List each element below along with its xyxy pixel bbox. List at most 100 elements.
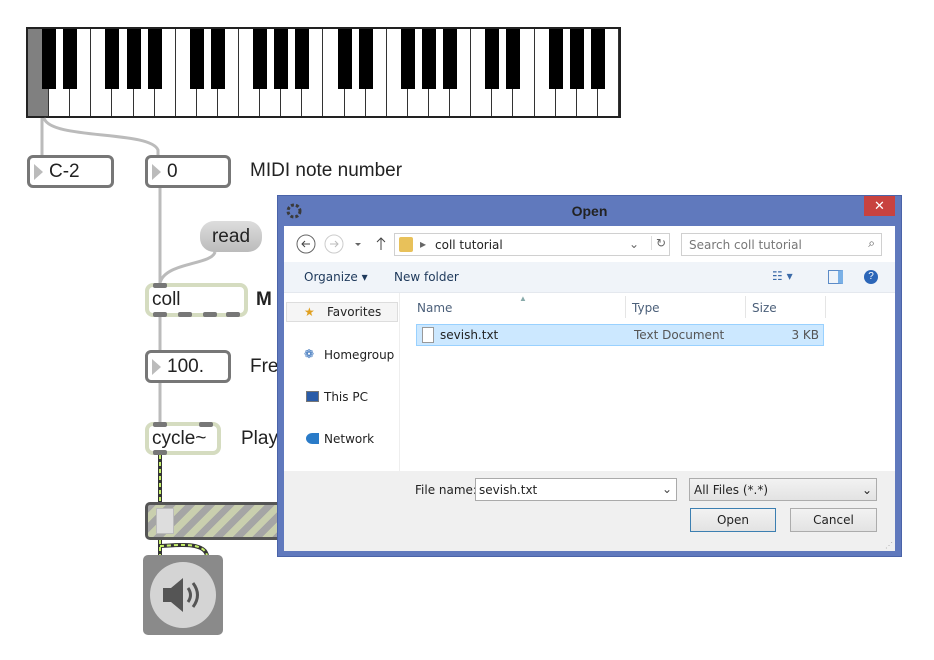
folder-icon <box>399 237 413 252</box>
black-key[interactable] <box>253 29 268 89</box>
black-key[interactable] <box>295 29 310 89</box>
computer-icon <box>306 391 319 402</box>
triangle-icon <box>152 163 161 180</box>
nav-homegroup[interactable]: ❁Homegroup <box>284 345 399 365</box>
address-bar[interactable]: ▸ coll tutorial ⌄ ↻ <box>394 233 670 256</box>
note-number-box[interactable]: 0 <box>145 155 231 188</box>
speaker-icon <box>150 562 216 628</box>
column-headers: ▲ Name Type Size <box>405 294 826 318</box>
inlet[interactable] <box>199 422 213 427</box>
forward-icon <box>324 234 344 254</box>
ezdac-speaker-button[interactable] <box>143 555 223 635</box>
frequency-value: 100. <box>167 355 204 377</box>
black-key[interactable] <box>358 29 373 89</box>
inlet[interactable] <box>153 283 167 288</box>
nav-favorites[interactable]: ★ Favorites <box>286 302 398 322</box>
file-name-value: sevish.txt <box>479 483 538 497</box>
note-number-value: 0 <box>167 160 178 182</box>
black-key[interactable] <box>274 29 289 89</box>
command-bar: Organize ▾ New folder ☷ ▾ ? <box>284 262 895 293</box>
file-name-label: File name: <box>415 483 477 497</box>
black-key[interactable] <box>63 29 78 89</box>
up-arrow-icon <box>376 237 386 250</box>
recent-dropdown-icon <box>355 243 361 246</box>
column-name[interactable]: Name <box>417 301 453 315</box>
nav-this-pc[interactable]: This PC <box>284 387 399 407</box>
chevron-down-icon[interactable]: ⌄ <box>629 237 640 251</box>
chevron-down-icon: ⌄ <box>861 483 872 497</box>
search-placeholder: Search coll tutorial <box>689 238 802 252</box>
file-name-input[interactable]: sevish.txt ⌄ <box>475 478 677 501</box>
refresh-icon[interactable]: ↻ <box>651 236 666 250</box>
search-input[interactable]: Search coll tutorial ⌕ <box>681 233 882 256</box>
black-key[interactable] <box>210 29 225 89</box>
frequency-label: Fre <box>250 356 279 377</box>
kslider-keyboard[interactable] <box>26 27 621 118</box>
open-button[interactable]: Open <box>690 508 776 532</box>
black-key[interactable] <box>189 29 204 89</box>
outlet[interactable] <box>178 312 192 317</box>
file-row-selected[interactable]: sevish.txt Text Document 3 KB <box>416 324 824 346</box>
nav-buttons[interactable] <box>294 232 394 256</box>
outlet[interactable] <box>226 312 240 317</box>
back-icon <box>296 234 316 254</box>
black-key[interactable] <box>569 29 584 89</box>
chevron-down-icon[interactable]: ⌄ <box>661 482 672 496</box>
coll-object[interactable]: coll <box>145 283 248 317</box>
black-key[interactable] <box>105 29 120 89</box>
black-key[interactable] <box>147 29 162 89</box>
triangle-icon <box>34 163 43 180</box>
column-size[interactable]: Size <box>752 301 777 315</box>
dialog-title: Open <box>571 203 608 219</box>
black-key[interactable] <box>42 29 57 89</box>
nav-label: This PC <box>324 390 368 404</box>
nav-label: Favorites <box>327 305 382 319</box>
cycle-object[interactable]: cycle~ <box>145 422 221 455</box>
outlet[interactable] <box>153 312 167 317</box>
slider-handle[interactable] <box>156 508 174 534</box>
coll-text: coll <box>152 289 181 310</box>
app-icon <box>286 203 302 219</box>
file-type-select[interactable]: All Files (*.*) ⌄ <box>689 478 877 501</box>
resize-grip[interactable]: ⋰ <box>885 541 893 550</box>
black-key[interactable] <box>590 29 605 89</box>
filter-value: All Files (*.*) <box>694 483 769 497</box>
search-icon: ⌕ <box>868 236 875 250</box>
star-icon: ★ <box>304 305 315 319</box>
outlet[interactable] <box>153 450 167 455</box>
help-icon[interactable]: ? <box>864 270 878 284</box>
text-file-icon <box>422 327 434 343</box>
black-key[interactable] <box>422 29 437 89</box>
preview-pane-icon[interactable] <box>828 270 843 284</box>
close-button[interactable]: ✕ <box>864 196 895 216</box>
cancel-button[interactable]: Cancel <box>790 508 877 532</box>
black-key[interactable] <box>506 29 521 89</box>
cycle-text: cycle~ <box>152 427 207 449</box>
nav-network[interactable]: Network <box>284 429 399 449</box>
network-icon <box>306 433 319 444</box>
new-folder-button[interactable]: New folder <box>394 270 459 284</box>
black-key[interactable] <box>443 29 458 89</box>
dialog-footer: File name: sevish.txt ⌄ All Files (*.*) … <box>284 471 895 551</box>
nav-label: Network <box>324 432 375 446</box>
file-size: 3 KB <box>791 328 819 342</box>
organize-button[interactable]: Organize ▾ <box>304 270 368 284</box>
black-key[interactable] <box>126 29 141 89</box>
view-options-icon[interactable]: ☷ ▾ <box>772 269 793 283</box>
black-key[interactable] <box>337 29 352 89</box>
coll-label: M <box>256 289 272 310</box>
note-name-number-box[interactable]: C-2 <box>27 155 114 188</box>
black-key[interactable] <box>548 29 563 89</box>
black-key[interactable] <box>485 29 500 89</box>
frequency-number-box[interactable]: 100. <box>145 350 231 383</box>
navigation-pane: ★ Favorites ❁Homegroup This PC Network <box>284 293 400 471</box>
column-type[interactable]: Type <box>632 301 660 315</box>
black-key[interactable] <box>400 29 415 89</box>
outlet[interactable] <box>203 312 217 317</box>
note-label: MIDI note number <box>250 160 403 181</box>
read-message[interactable]: read <box>200 221 262 252</box>
triangle-icon <box>152 358 161 375</box>
inlet[interactable] <box>153 422 167 427</box>
gain-slider[interactable] <box>145 502 295 540</box>
